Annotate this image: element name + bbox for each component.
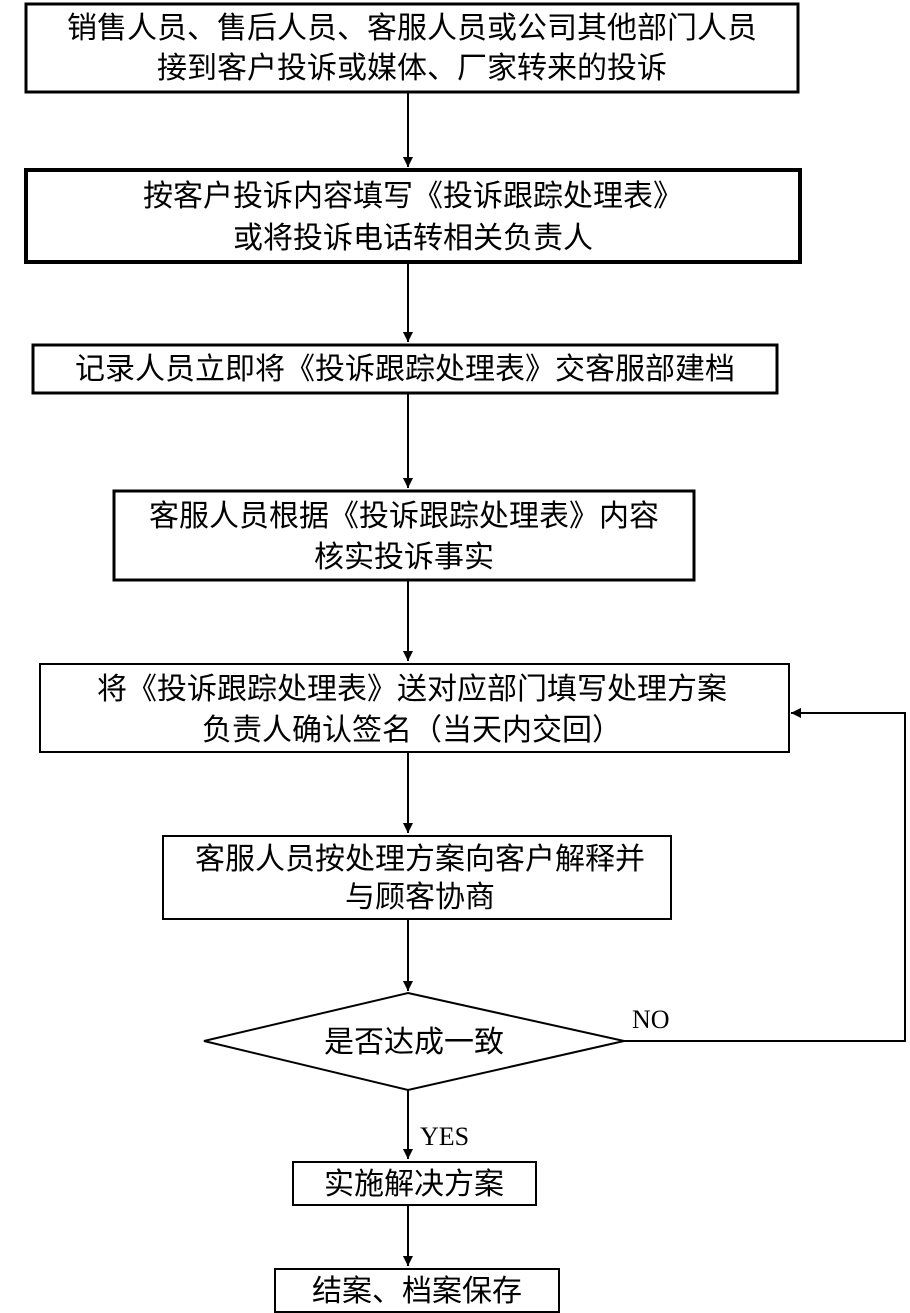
node-verify-facts-line-2: 核实投诉事实 — [314, 540, 494, 575]
node-verify-facts: 客服人员根据《投诉跟踪处理表》内容 核实投诉事实 — [112, 489, 696, 582]
edge-label-no: NO — [632, 1005, 670, 1034]
node-explain-negotiate-line-2: 与顾客协商 — [345, 880, 495, 915]
node-department-plan-line-2: 负责人确认签名（当天内交回） — [202, 713, 622, 748]
node-receive-complaint: 销售人员、售后人员、客服人员或公司其他部门人员 接到客户投诉或媒体、厂家转来的投… — [24, 2, 800, 94]
node-agreement-decision-label: 是否达成一致 — [324, 1025, 504, 1060]
node-receive-complaint-line-2: 接到客户投诉或媒体、厂家转来的投诉 — [157, 51, 667, 86]
node-department-plan-line-1: 将《投诉跟踪处理表》送对应部门填写处理方案 — [97, 672, 727, 707]
node-receive-complaint-line-1: 销售人员、售后人员、客服人员或公司其他部门人员 — [67, 11, 757, 46]
node-file-record-line-1: 记录人员立即将《投诉跟踪处理表》交客服部建档 — [75, 352, 735, 387]
node-fill-form-line-1: 按客户投诉内容填写《投诉跟踪处理表》 — [143, 179, 683, 214]
node-agreement-decision: 是否达成一致 — [203, 991, 625, 1092]
node-fill-form: 按客户投诉内容填写《投诉跟踪处理表》 或将投诉电话转相关负责人 — [24, 168, 802, 264]
node-close-archive-label: 结案、档案保存 — [312, 1274, 522, 1309]
node-verify-facts-line-1: 客服人员根据《投诉跟踪处理表》内容 — [149, 499, 659, 534]
node-explain-negotiate-line-1: 客服人员按处理方案向客户解释并 — [195, 842, 645, 877]
node-implement-solution-label: 实施解决方案 — [324, 1167, 504, 1202]
node-implement-solution: 实施解决方案 — [292, 1161, 537, 1206]
node-department-plan: 将《投诉跟踪处理表》送对应部门填写处理方案 负责人确认签名（当天内交回） — [39, 663, 790, 753]
node-explain-negotiate: 客服人员按处理方案向客户解释并 与顾客协商 — [162, 835, 672, 920]
node-close-archive: 结案、档案保存 — [274, 1268, 560, 1313]
node-file-record: 记录人员立即将《投诉跟踪处理表》交客服部建档 — [31, 343, 779, 395]
edge-decision-no-loop — [624, 713, 906, 1042]
edge-label-yes: YES — [420, 1122, 469, 1151]
node-fill-form-line-2: 或将投诉电话转相关负责人 — [233, 221, 593, 256]
